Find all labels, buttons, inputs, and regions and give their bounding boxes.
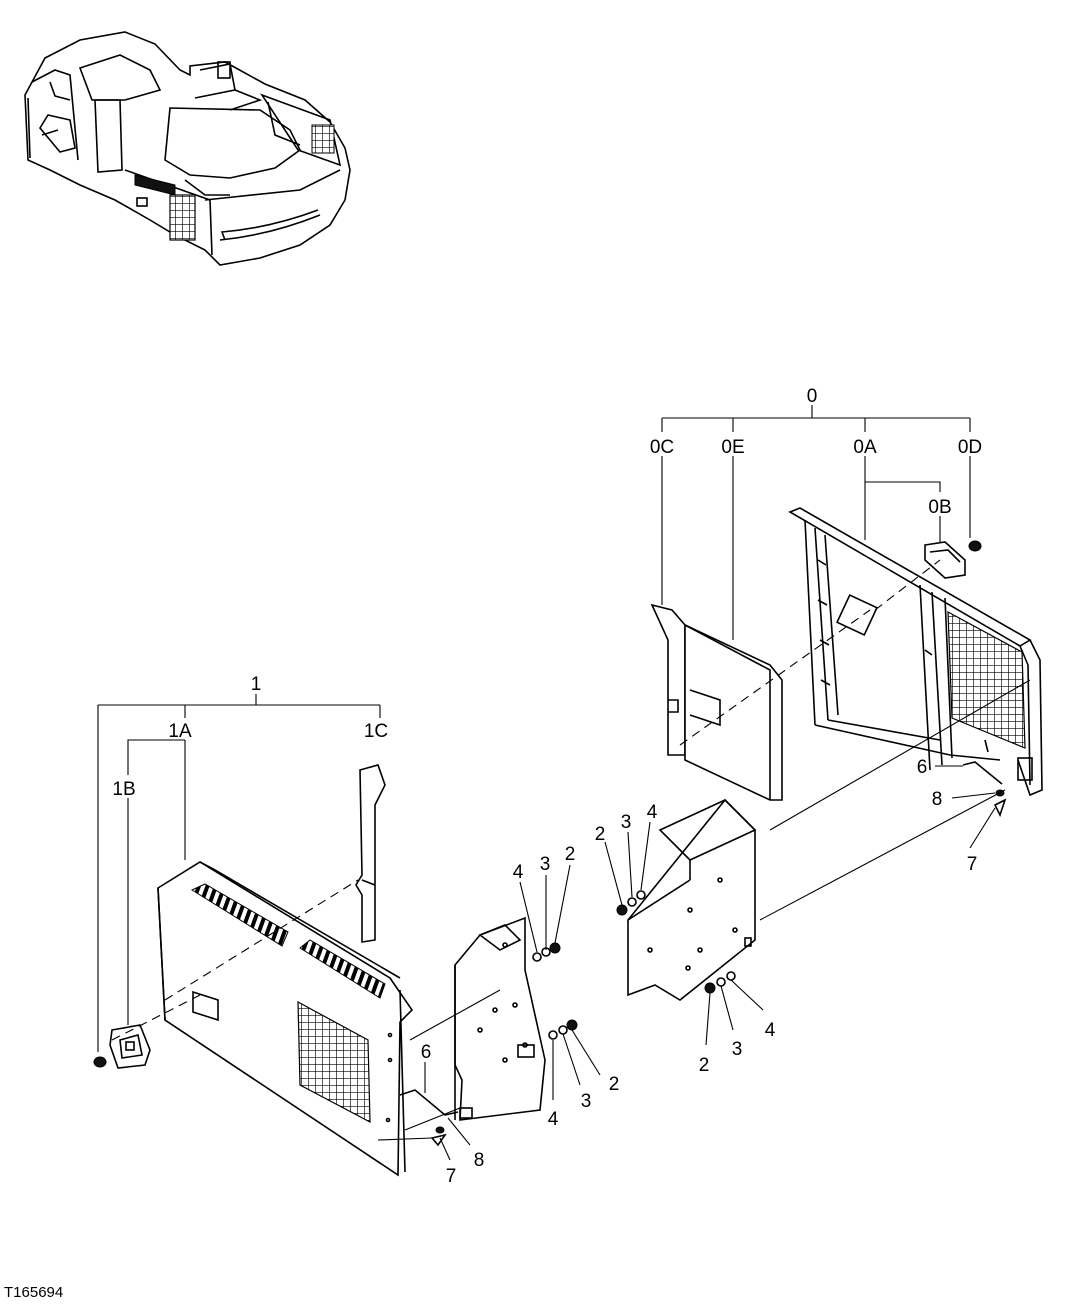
callout-2-left-upper: 2 <box>565 844 576 865</box>
callout-0C: 0C <box>650 437 674 458</box>
seal-strip-1C <box>355 764 386 943</box>
callout-8-right: 8 <box>932 789 943 810</box>
callout-0: 0 <box>807 386 818 407</box>
callout-8-left: 8 <box>474 1150 485 1171</box>
callout-3-right-lower: 3 <box>732 1039 743 1060</box>
callout-labels: 0 0C 0E 0A 0D 0B 1 1A 1C 1B 4 3 2 4 3 2 … <box>112 386 982 1187</box>
insulation-panel-0E <box>684 623 783 801</box>
callout-tree-group-1 <box>97 694 381 1052</box>
assembly-line-0B <box>874 559 941 611</box>
callout-4-right-lower: 4 <box>765 1020 776 1041</box>
screw-1 <box>93 1056 107 1068</box>
callout-1C: 1C <box>364 721 388 742</box>
leader-lines <box>424 765 996 1161</box>
assembly-line-right-upper <box>769 679 1031 831</box>
excavator-overview-illustration <box>24 31 351 266</box>
callout-1B: 1B <box>112 779 135 800</box>
callout-2-right-lower: 2 <box>699 1055 710 1076</box>
assembly-line-left-lower <box>404 1107 461 1131</box>
label-plate-0B <box>924 541 966 579</box>
side-door-1A <box>157 861 414 1177</box>
callout-3-right-upper: 3 <box>621 812 632 833</box>
callout-tree-group-0 <box>661 405 971 640</box>
screw-0D <box>968 540 982 552</box>
callout-6-left: 6 <box>421 1042 432 1063</box>
callout-7-right: 7 <box>967 854 978 875</box>
left-bracket-panel <box>454 916 546 1121</box>
callout-1A: 1A <box>168 721 192 742</box>
callout-4-right-upper: 4 <box>647 802 658 823</box>
callout-4-left-upper: 4 <box>513 862 524 883</box>
callout-0E: 0E <box>721 437 744 458</box>
callout-2-left-lower: 2 <box>609 1074 620 1095</box>
assembly-line-1B <box>111 994 201 1041</box>
assembly-line-left-upper <box>409 989 501 1041</box>
right-panel-hardware <box>616 890 736 994</box>
assembly-line-right-lower <box>759 789 1006 921</box>
right-latch-parts <box>962 761 1007 818</box>
left-panel-hardware <box>532 942 578 1040</box>
callout-3-left-lower: 3 <box>581 1091 592 1112</box>
callout-7-left: 7 <box>446 1166 457 1187</box>
callout-1: 1 <box>251 674 262 695</box>
callout-4-left-lower: 4 <box>548 1109 559 1130</box>
callout-6-right: 6 <box>917 757 928 778</box>
callout-2-right-upper: 2 <box>595 824 606 845</box>
callout-3-left-upper: 3 <box>540 854 551 875</box>
label-plate-1B <box>109 1024 151 1069</box>
callout-0B: 0B <box>928 497 951 518</box>
right-bracket-panel <box>627 798 757 1001</box>
seal-strip-0C <box>650 603 686 756</box>
figure-id-label: T165694 <box>4 1284 64 1301</box>
left-latch-parts <box>399 1089 459 1147</box>
assembly-line-0E <box>679 609 871 746</box>
callout-0D: 0D <box>958 437 982 458</box>
callout-0A: 0A <box>853 437 877 458</box>
rear-frame-assembly-0A <box>788 507 1043 797</box>
assembly-line-left-pin <box>377 1137 433 1141</box>
assembly-line-1C <box>164 879 359 1001</box>
